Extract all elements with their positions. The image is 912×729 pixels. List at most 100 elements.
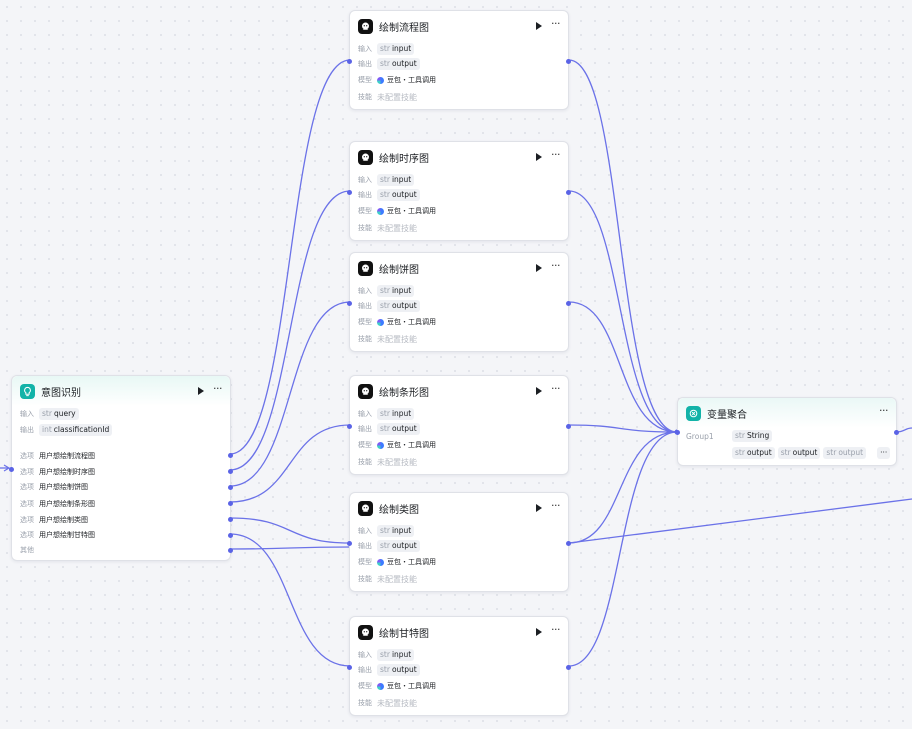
play-icon[interactable]: [536, 22, 542, 30]
robot-icon: [358, 260, 373, 276]
output-port[interactable]: [566, 424, 571, 429]
option-port[interactable]: [228, 469, 233, 474]
skill-label: 技能: [358, 224, 372, 232]
edge-option3: [229, 301, 351, 487]
model-row: 模型 豆包・工具调用: [358, 315, 436, 329]
model-label: 模型: [358, 682, 372, 690]
doubao-logo-icon: [377, 558, 384, 566]
more-icon[interactable]: ···: [551, 148, 561, 161]
edge-option2: [229, 190, 351, 471]
model-label: 模型: [358, 76, 372, 84]
other-port[interactable]: [228, 548, 233, 553]
edge-out4: [568, 424, 678, 433]
option-row: 选项用户想绘制类图: [20, 516, 88, 524]
input-port[interactable]: [347, 301, 352, 306]
edge-other: [229, 546, 351, 550]
skill-row: 技能 未配置技能: [358, 90, 417, 104]
play-icon[interactable]: [536, 387, 542, 395]
skill-row: 技能 未配置技能: [358, 572, 417, 586]
output-port[interactable]: [566, 665, 571, 670]
input-port[interactable]: [347, 190, 352, 195]
model-row: 模型 豆包・工具调用: [358, 679, 436, 693]
node-title: 意图识别: [41, 387, 81, 399]
play-icon[interactable]: [536, 153, 542, 161]
option-row: 选项用户想绘制饼图: [20, 483, 88, 491]
edge-out5: [568, 431, 678, 544]
edge-option1: [229, 59, 351, 455]
skill-value: 未配置技能: [377, 457, 417, 467]
input-port[interactable]: [347, 424, 352, 429]
model-value: 豆包・工具调用: [377, 206, 436, 216]
more-icon[interactable]: ···: [551, 382, 561, 395]
model-label: 模型: [358, 318, 372, 326]
doubao-logo-icon: [377, 682, 384, 690]
option-port[interactable]: [228, 485, 233, 490]
output-port[interactable]: [566, 59, 571, 64]
input-port[interactable]: [9, 467, 14, 472]
edge-option4: [229, 424, 351, 503]
option-port[interactable]: [228, 501, 233, 506]
option-port[interactable]: [228, 453, 233, 458]
input-port[interactable]: [347, 665, 352, 670]
edge-out3: [568, 301, 678, 433]
output-label: 输出: [358, 425, 372, 433]
node-title: 绘制时序图: [379, 153, 429, 165]
doubao-logo-icon: [377, 441, 384, 449]
more-vars-tag[interactable]: ···: [877, 447, 891, 459]
input-port[interactable]: [347, 541, 352, 546]
more-icon[interactable]: ···: [551, 499, 561, 512]
doubao-logo-icon: [377, 76, 384, 84]
output-port[interactable]: [566, 541, 571, 546]
more-icon[interactable]: ···: [213, 382, 223, 395]
skill-value: 未配置技能: [377, 92, 417, 102]
play-icon[interactable]: [536, 264, 542, 272]
doubao-logo-icon: [377, 318, 384, 326]
play-icon[interactable]: [536, 504, 542, 512]
option-port[interactable]: [228, 533, 233, 538]
input-port[interactable]: [675, 430, 680, 435]
input-port[interactable]: [347, 59, 352, 64]
more-icon[interactable]: ···: [879, 404, 889, 417]
option-port[interactable]: [228, 517, 233, 522]
more-icon[interactable]: ···: [551, 17, 561, 30]
skill-row: 技能 未配置技能: [358, 221, 417, 235]
doubao-logo-icon: [377, 207, 384, 215]
option-row-other: 其他: [20, 546, 34, 554]
robot-icon: [358, 500, 373, 516]
more-icon[interactable]: ···: [551, 259, 561, 272]
output-port[interactable]: [566, 190, 571, 195]
skill-label: 技能: [358, 93, 372, 101]
play-icon[interactable]: [198, 387, 204, 395]
skill-label: 技能: [358, 458, 372, 466]
more-icon[interactable]: ···: [551, 623, 561, 636]
output-port[interactable]: [894, 430, 899, 435]
option-row: 选项用户想绘制甘特图: [20, 531, 95, 539]
output-port[interactable]: [566, 301, 571, 306]
model-row: 模型 豆包・工具调用: [358, 204, 436, 218]
play-icon[interactable]: [536, 628, 542, 636]
